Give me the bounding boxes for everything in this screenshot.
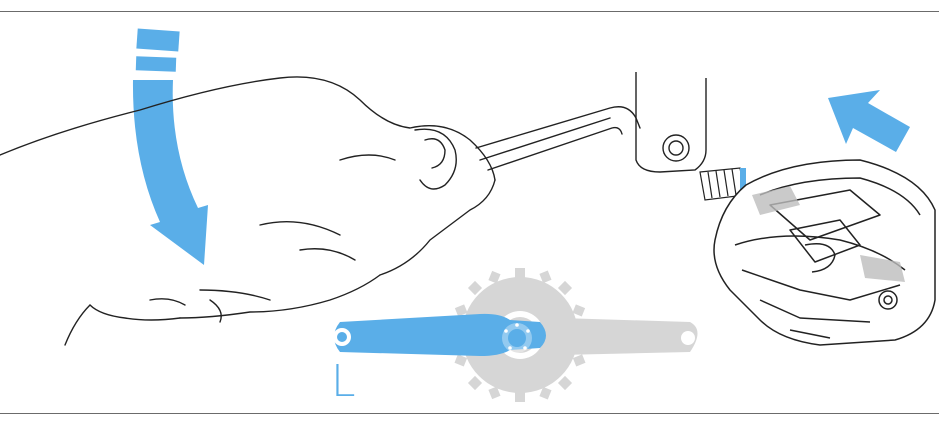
curved-arrow-down-icon [132, 28, 208, 265]
right-crank-arm [560, 318, 698, 355]
side-marker-left: L [331, 356, 356, 407]
axle-washer [740, 168, 746, 196]
top-divider [0, 11, 939, 12]
arrow-up-left-icon [828, 90, 910, 152]
crank-end-stub [635, 72, 707, 173]
pedal-grip-texture [752, 186, 905, 282]
hand-with-hex-key [0, 76, 641, 346]
clipless-pedal [713, 159, 936, 346]
left-crank-arm [333, 313, 546, 356]
bottom-divider [0, 413, 939, 414]
